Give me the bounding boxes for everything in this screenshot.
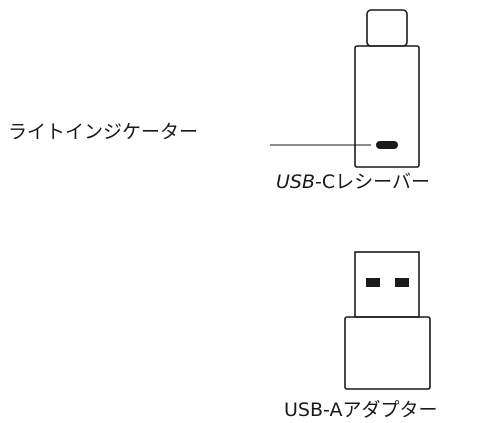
usb-a-adapter-body: [344, 316, 431, 390]
light-indicator-label: ライトインジケーター: [8, 121, 199, 143]
usb-c-receiver-label-rest: -Cレシーバー: [315, 171, 430, 193]
usb-a-adapter: [344, 251, 431, 390]
usb-c-receiver-label-usb: USB: [276, 171, 316, 193]
usb-c-receiver-label: USB-Cレシーバー: [276, 171, 430, 193]
usb-a-contact-left: [366, 278, 380, 287]
usb-a-contact-right: [395, 278, 409, 287]
usb-a-adapter-label: USB-Aアダプター: [284, 399, 438, 421]
usb-c-receiver: [354, 9, 420, 168]
usb-c-plug: [366, 9, 408, 47]
light-indicator: [376, 141, 398, 149]
usb-a-plug: [354, 251, 420, 318]
usb-c-receiver-body: [354, 45, 420, 168]
